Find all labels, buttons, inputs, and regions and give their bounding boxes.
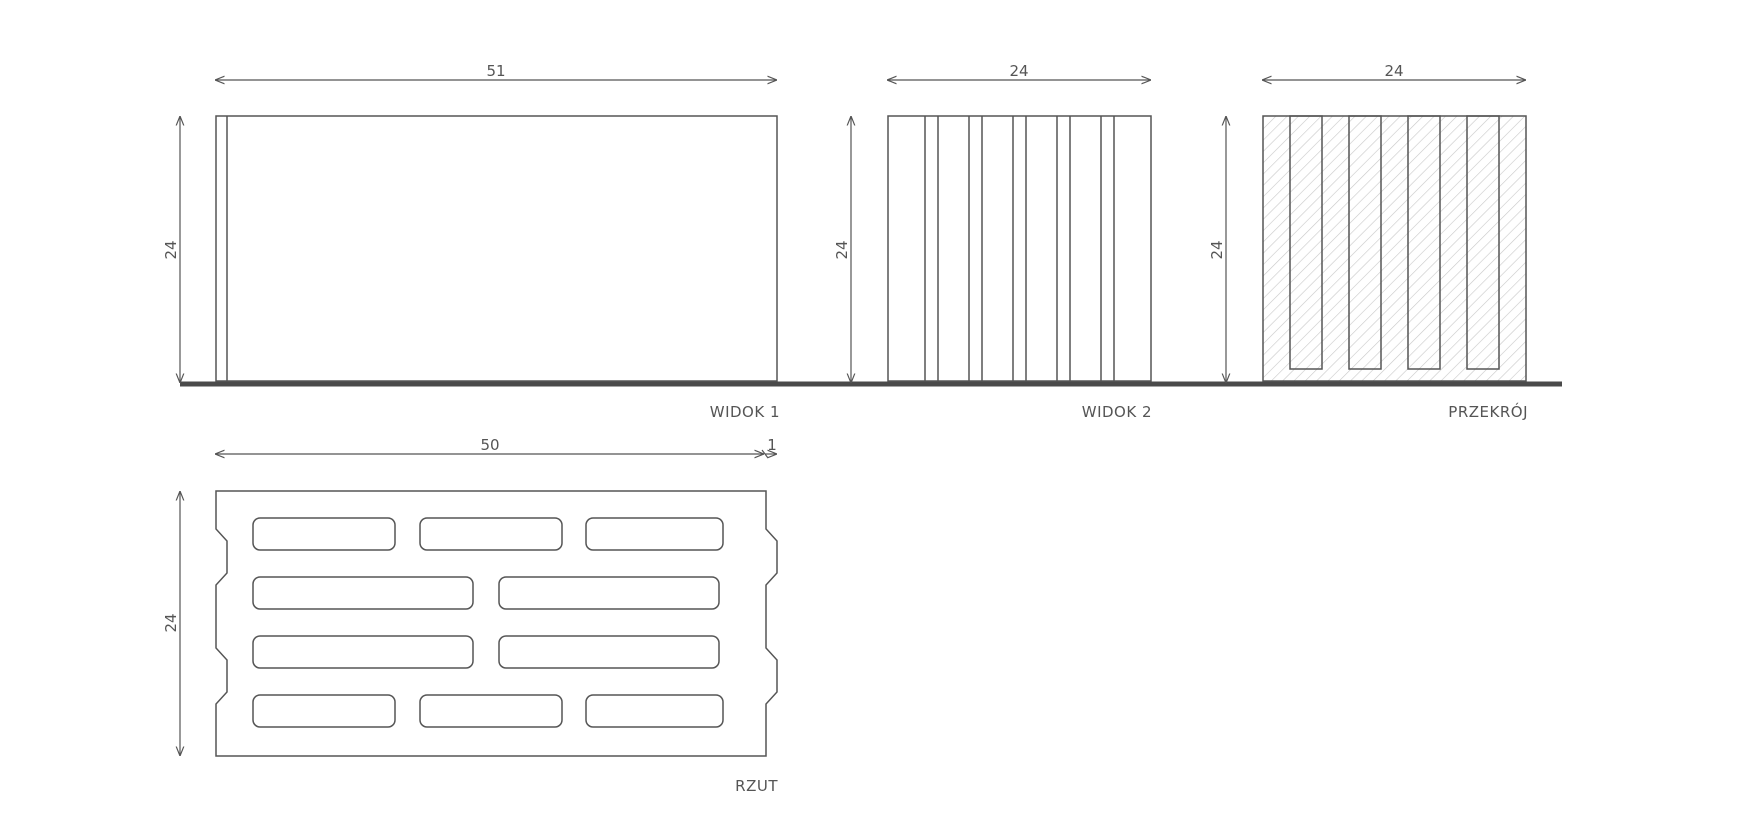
plan-offset-tick: [761, 449, 769, 459]
section-channels: [1289, 115, 1500, 370]
view1-width-dimension: 51: [486, 62, 505, 80]
section-label: PRZEKRÓJ: [1448, 402, 1528, 421]
plan-view: 50 1 24 RZUT: [162, 436, 778, 795]
plan-height-dimension: 24: [162, 613, 180, 632]
plan-block-outline: [215, 490, 778, 757]
view2-height-dimension: 24: [833, 240, 851, 259]
view2-block-outline: [887, 115, 1152, 382]
plan-offset-dimension: 1: [767, 436, 777, 454]
plan-label: RZUT: [735, 777, 778, 795]
view1-label: WIDOK 1: [710, 403, 780, 421]
view-2: 24 24 WIDOK 2: [833, 62, 1152, 421]
view2-width-dimension: 24: [1009, 62, 1028, 80]
section-hatched-body: [1262, 115, 1527, 382]
view1-height-dimension: 24: [162, 240, 180, 259]
view2-label: WIDOK 2: [1082, 403, 1152, 421]
section-height-dimension: 24: [1208, 240, 1226, 259]
section-view: 24 24 PRZEKRÓJ: [1208, 62, 1528, 421]
section-width-dimension: 24: [1384, 62, 1403, 80]
plan-width-dimension: 50: [480, 436, 499, 454]
view2-groove-lines: [924, 116, 1115, 381]
view-1: 51 24 WIDOK 1: [162, 62, 780, 421]
view1-block-outline: [215, 115, 778, 382]
plan-cavities: [252, 517, 724, 728]
